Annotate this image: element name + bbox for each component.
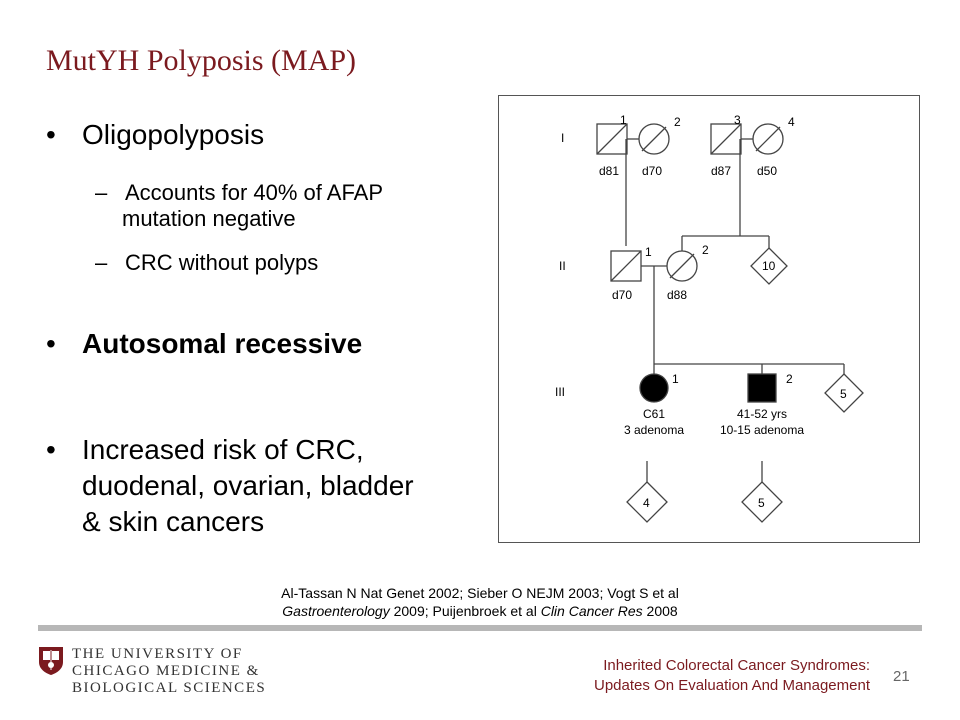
presentation-title-line: Inherited Colorectal Cancer Syndromes:	[603, 657, 870, 674]
citation-line: Gastroenterology 2009; Puijenbroek et al…	[230, 602, 730, 620]
diamond-count: 5	[840, 387, 847, 401]
bullet-marker: •	[46, 434, 56, 465]
presentation-title-line: Updates On Evaluation And Management	[593, 677, 870, 694]
sub-bullet-crc-without-polyps: – CRC without polyps	[95, 250, 319, 276]
bullet-autosomal-recessive: • Autosomal recessive	[46, 326, 363, 362]
pedigree-female-deceased	[666, 250, 698, 282]
individual-number: 2	[674, 115, 681, 129]
bullet-line: duodenal, ovarian, bladder	[82, 470, 414, 501]
deceased-slash	[710, 123, 742, 155]
pedigree-diagram: I II III 1 2 3 4 d81 d70 d87 d50 1 2 d70…	[555, 113, 864, 523]
journal-name: Clin Cancer Res	[540, 603, 643, 619]
university-line: BIOLOGICAL SCIENCES	[72, 680, 267, 696]
individual-number: 4	[788, 115, 795, 129]
citation-line: Al-Tassan N Nat Genet 2002; Sieber O NEJ…	[281, 585, 679, 601]
page-number: 21	[893, 668, 910, 685]
university-shield-icon	[39, 647, 63, 675]
citation-text: 2009; Puijenbroek et al	[389, 603, 541, 619]
university-name: THE UNIVERSITY OF CHICAGO MEDICINE & BIO…	[72, 646, 266, 697]
individual-number: 2	[702, 243, 709, 257]
sub-bullet-line: mutation negative	[122, 206, 296, 231]
citation-text: 2008	[642, 603, 678, 619]
pedigree-diamond-4	[626, 481, 668, 523]
pedigree-female-deceased	[752, 123, 784, 155]
bullet-marker: •	[46, 328, 56, 359]
university-line: CHICAGO MEDICINE &	[72, 663, 260, 679]
bullet-text: Oligopolyposis	[82, 119, 265, 150]
individual-number: 1	[645, 245, 652, 259]
pedigree-female-deceased	[638, 123, 670, 155]
bullet-oligopolyposis: • Oligopolyposis	[46, 117, 265, 153]
slide-title: MutYH Polyposis (MAP)	[46, 44, 357, 77]
individual-label: d87	[711, 164, 731, 178]
deceased-slash	[669, 253, 695, 279]
pedigree-diamond-5	[824, 373, 864, 413]
pedigree-figure: I II III 1 2 3 4 d81 d70 d87 d50 1 2 d70…	[498, 95, 920, 543]
diamond-count: 4	[643, 496, 650, 510]
individual-label: d88	[667, 288, 687, 302]
individual-label: d81	[599, 164, 619, 178]
sub-bullet-line: Accounts for 40% of AFAP	[125, 180, 384, 205]
dash-marker: –	[95, 250, 108, 275]
journal-name: Gastroenterology	[282, 603, 390, 619]
pedigree-male-affected	[747, 373, 777, 403]
individual-number: 3	[734, 113, 741, 127]
presentation-title: Inherited Colorectal Cancer Syndromes: U…	[594, 656, 870, 696]
dash-marker: –	[95, 180, 108, 205]
generation-label: III	[555, 385, 565, 399]
individual-number: 1	[672, 372, 679, 386]
individual-label: 3 adenoma	[624, 423, 684, 437]
pedigree-diamond-10	[750, 247, 788, 285]
bullet-line: Increased risk of CRC,	[82, 434, 364, 465]
generation-label: I	[561, 131, 564, 145]
individual-label: 10-15 adenoma	[720, 423, 804, 437]
individual-number: 1	[620, 113, 627, 127]
sub-bullet-line: CRC without polyps	[125, 250, 319, 275]
deceased-slash	[755, 126, 781, 152]
bullet-line: & skin cancers	[82, 506, 265, 537]
pedigree-diamond-5	[741, 481, 783, 523]
individual-label: d70	[612, 288, 632, 302]
citation: Al-Tassan N Nat Genet 2002; Sieber O NEJ…	[230, 584, 730, 620]
deceased-slash	[610, 250, 642, 282]
bullet-increased-risk: • Increased risk of CRC, duodenal, ovari…	[46, 432, 414, 540]
individual-label: C61	[643, 407, 665, 421]
individual-number: 2	[786, 372, 793, 386]
footer-divider	[38, 625, 922, 631]
university-line: THE UNIVERSITY OF	[72, 646, 243, 662]
bullet-marker: •	[46, 119, 56, 150]
pedigree-female-affected	[639, 373, 669, 403]
deceased-slash	[596, 123, 628, 155]
bullet-text: Autosomal recessive	[82, 328, 363, 359]
individual-label: d70	[642, 164, 662, 178]
diamond-count: 5	[758, 496, 765, 510]
generation-label: II	[559, 259, 566, 273]
diamond-count: 10	[762, 259, 776, 273]
sub-bullet-afap: – Accounts for 40% of AFAP mutation nega…	[95, 180, 384, 232]
individual-label: d50	[757, 164, 777, 178]
deceased-slash	[641, 126, 667, 152]
individual-label: 41-52 yrs	[737, 407, 787, 421]
